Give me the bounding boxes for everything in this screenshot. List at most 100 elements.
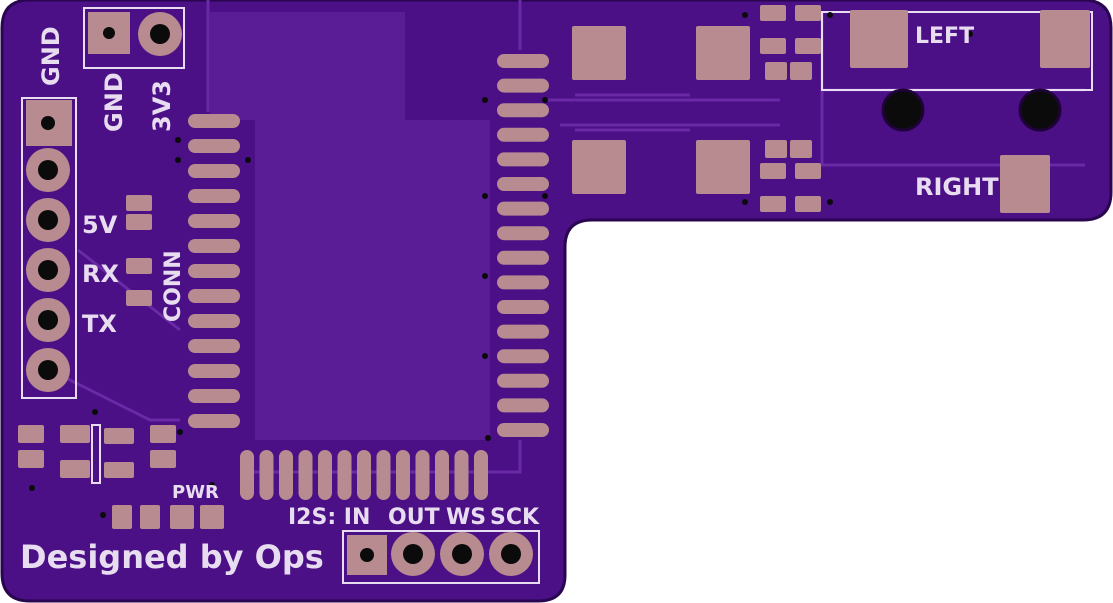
module-pin-right bbox=[497, 349, 549, 364]
smd-pad bbox=[760, 163, 786, 179]
label-left: LEFT bbox=[915, 24, 974, 49]
module-pin-left bbox=[188, 189, 240, 203]
module-pin-left bbox=[188, 389, 240, 403]
module-pin-left bbox=[188, 114, 240, 128]
hole bbox=[103, 27, 115, 39]
hole bbox=[38, 260, 58, 280]
module-pin-right bbox=[497, 226, 549, 241]
label-sck: SCK bbox=[490, 505, 540, 530]
smd-pad bbox=[765, 62, 787, 80]
module-pin-bottom bbox=[357, 450, 371, 500]
switch-pad bbox=[572, 140, 626, 194]
jack-hole bbox=[1018, 88, 1062, 132]
via bbox=[175, 157, 181, 163]
smd-pad bbox=[790, 140, 812, 158]
smd-pad bbox=[60, 425, 90, 443]
smd-pad bbox=[126, 195, 152, 211]
module-pin-bottom bbox=[415, 450, 430, 500]
smd-pad bbox=[18, 450, 44, 468]
module-pin-bottom bbox=[318, 450, 332, 500]
module-pin-left bbox=[188, 214, 240, 228]
smd-pad bbox=[18, 425, 44, 443]
smd-pad bbox=[795, 163, 821, 179]
module-pin-bottom bbox=[337, 450, 352, 500]
via bbox=[209, 482, 215, 488]
module-pin-right bbox=[497, 127, 549, 142]
module-pin-right bbox=[497, 300, 549, 314]
via bbox=[485, 435, 491, 441]
via bbox=[29, 485, 35, 491]
smd-pad bbox=[60, 460, 90, 478]
hole bbox=[38, 210, 58, 230]
jack-hole bbox=[881, 88, 925, 132]
module-pin-left bbox=[188, 264, 240, 278]
module-pin-left bbox=[188, 139, 240, 153]
label-5v: 5V bbox=[82, 211, 118, 239]
smd-pad bbox=[112, 505, 132, 529]
module-pin-right bbox=[497, 324, 549, 339]
hole bbox=[38, 360, 58, 380]
module-pin-left bbox=[188, 339, 240, 353]
module-pin-left bbox=[188, 289, 240, 303]
smd-pad bbox=[200, 505, 224, 529]
smd-pad bbox=[140, 505, 160, 529]
smd-pad bbox=[760, 5, 786, 21]
smd-pad bbox=[126, 214, 152, 230]
label-rx: RX bbox=[82, 260, 119, 288]
smd-pad bbox=[170, 505, 194, 529]
module-pin-right bbox=[497, 250, 549, 265]
module-pin-right bbox=[497, 177, 549, 191]
module-pin-left bbox=[188, 314, 240, 328]
smd-pad bbox=[104, 462, 134, 478]
pads bbox=[18, 5, 1090, 576]
switch-pad bbox=[1000, 155, 1050, 213]
module-pin-left bbox=[188, 364, 240, 378]
module-pin-left bbox=[188, 414, 240, 428]
label-right: RIGHT bbox=[915, 173, 999, 201]
module-pin-bottom bbox=[298, 450, 313, 500]
smd-pad bbox=[790, 62, 812, 80]
module-pin-bottom bbox=[396, 450, 410, 500]
label-i2s: I2S: IN bbox=[288, 505, 370, 530]
hole bbox=[38, 160, 58, 180]
module-pin-bottom bbox=[376, 450, 391, 500]
copper-pour-top bbox=[210, 12, 405, 120]
via bbox=[482, 97, 488, 103]
label-gnd-side: GND bbox=[37, 26, 65, 86]
hole bbox=[452, 544, 472, 564]
module-pin-bottom bbox=[259, 450, 274, 500]
holes bbox=[29, 12, 1062, 564]
smd-pad bbox=[795, 38, 821, 54]
module-pin-bottom bbox=[279, 450, 293, 500]
label-pwr: PWR bbox=[172, 482, 219, 503]
switch-pad bbox=[696, 140, 750, 194]
smd-pad bbox=[104, 428, 134, 444]
label-conn: CONN bbox=[161, 250, 186, 322]
module-pin-right bbox=[497, 152, 549, 167]
via bbox=[827, 12, 833, 18]
module-pin-left bbox=[188, 239, 240, 253]
switch-pad bbox=[850, 10, 908, 68]
via bbox=[827, 199, 833, 205]
via bbox=[92, 409, 98, 415]
label-out: OUT bbox=[388, 505, 440, 530]
switch-pad bbox=[1040, 10, 1090, 68]
copper-pour-center bbox=[255, 120, 490, 440]
label-gnd-top: GND bbox=[100, 72, 128, 132]
via bbox=[542, 193, 548, 199]
module-pin-right bbox=[497, 54, 549, 68]
module-pin-right bbox=[497, 78, 549, 93]
smd-pad bbox=[760, 38, 786, 54]
module-pin-bottom bbox=[240, 450, 254, 500]
smd-pad bbox=[760, 196, 786, 212]
via bbox=[742, 199, 748, 205]
via bbox=[482, 273, 488, 279]
hole bbox=[38, 310, 58, 330]
via bbox=[742, 12, 748, 18]
via bbox=[967, 31, 973, 37]
module-pin-bottom bbox=[474, 450, 488, 500]
via bbox=[245, 157, 251, 163]
smd-pad bbox=[126, 290, 152, 306]
hole bbox=[501, 544, 521, 564]
via bbox=[482, 353, 488, 359]
